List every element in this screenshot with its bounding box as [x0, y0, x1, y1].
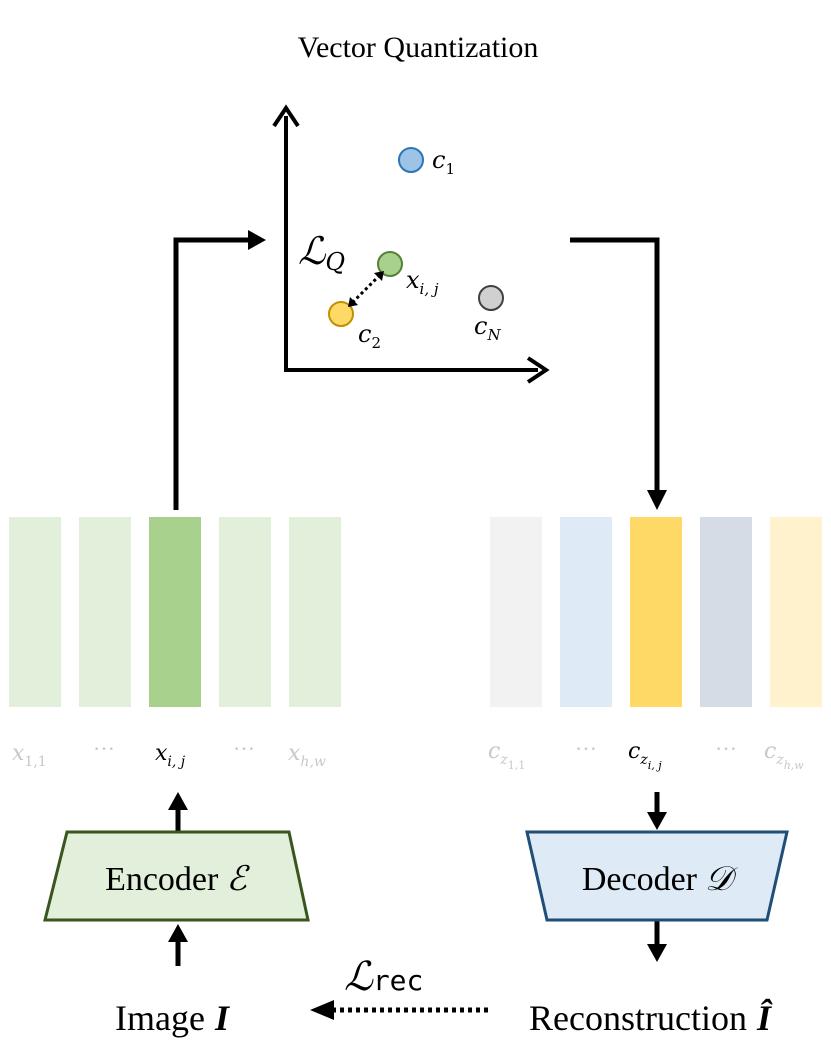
feature-point-xij: [377, 251, 403, 277]
decoder-output-arrow: [647, 920, 667, 962]
decoder-token-bar-3: [630, 517, 682, 707]
encoder-token-label-1: x1,1: [12, 741, 47, 770]
decoder-token-bar-4: [700, 517, 752, 707]
quantization-loss-label: ℒQ: [298, 229, 345, 276]
decoder-token-bar-2: [560, 517, 612, 707]
decoder-token-bar-1: [490, 517, 542, 707]
quantization-distance-arrow: [348, 271, 384, 307]
reconstruction-loss-label: ℒrec: [344, 954, 423, 1000]
encoder-to-vq-arrow: [173, 230, 266, 510]
encoder-token-bar-5: [289, 517, 341, 707]
encoder-token-bars: [9, 517, 341, 707]
decoder-shape: [525, 830, 789, 922]
decoder-token-label-1: cz1,1: [488, 739, 525, 772]
decoder-token-label-hw: czh,w: [764, 739, 804, 772]
encoder-token-bar-1: [9, 517, 61, 707]
decoder-token-label-ij: czi, j: [628, 739, 662, 772]
codebook-point-c1: [398, 147, 424, 173]
encoder-shape: [43, 830, 310, 922]
decoder-token-labels: cz1,1 ··· czi, j ··· czh,w: [488, 736, 804, 772]
encoder-token-bar-3: [149, 517, 201, 707]
label-xij: xi, j: [406, 266, 439, 298]
encoder-output-arrow: [168, 792, 188, 832]
title: Vector Quantization: [298, 31, 539, 64]
codebook-point-cN: [478, 285, 504, 311]
codebook-point-c2: [328, 301, 354, 327]
latent-axes: [272, 104, 550, 384]
vq-to-decoder-arrow: [570, 237, 667, 510]
y-axis-arrowhead: [272, 104, 300, 128]
encoder-token-ellipsis-1: ···: [93, 736, 115, 761]
label-cN: cN: [474, 312, 501, 344]
encoder-token-label-hw: xh,w: [288, 741, 326, 770]
encoder-token-bar-4: [219, 517, 271, 707]
decoder-token-ellipsis-2: ···: [715, 736, 737, 761]
label-c2: c2: [358, 320, 381, 352]
label-c1: c1: [432, 146, 455, 178]
encoder-token-ellipsis-2: ···: [233, 736, 255, 761]
decoder-token-bar-5: [770, 517, 822, 707]
encoder-token-bar-2: [79, 517, 131, 707]
encoder-token-label-ij: xi, j: [155, 741, 186, 770]
decoder-input-arrow: [647, 792, 667, 830]
x-axis-arrowhead: [526, 356, 550, 384]
encoder-token-labels: x1,1 ··· xi, j ··· xh,w: [12, 736, 326, 770]
decoder-token-ellipsis-1: ···: [575, 736, 597, 761]
reconstruction-loss-arrow: [310, 1000, 488, 1020]
decoder-token-bars: [490, 517, 822, 707]
codebook-points: [328, 147, 504, 327]
image-to-encoder-arrow: [168, 924, 188, 966]
